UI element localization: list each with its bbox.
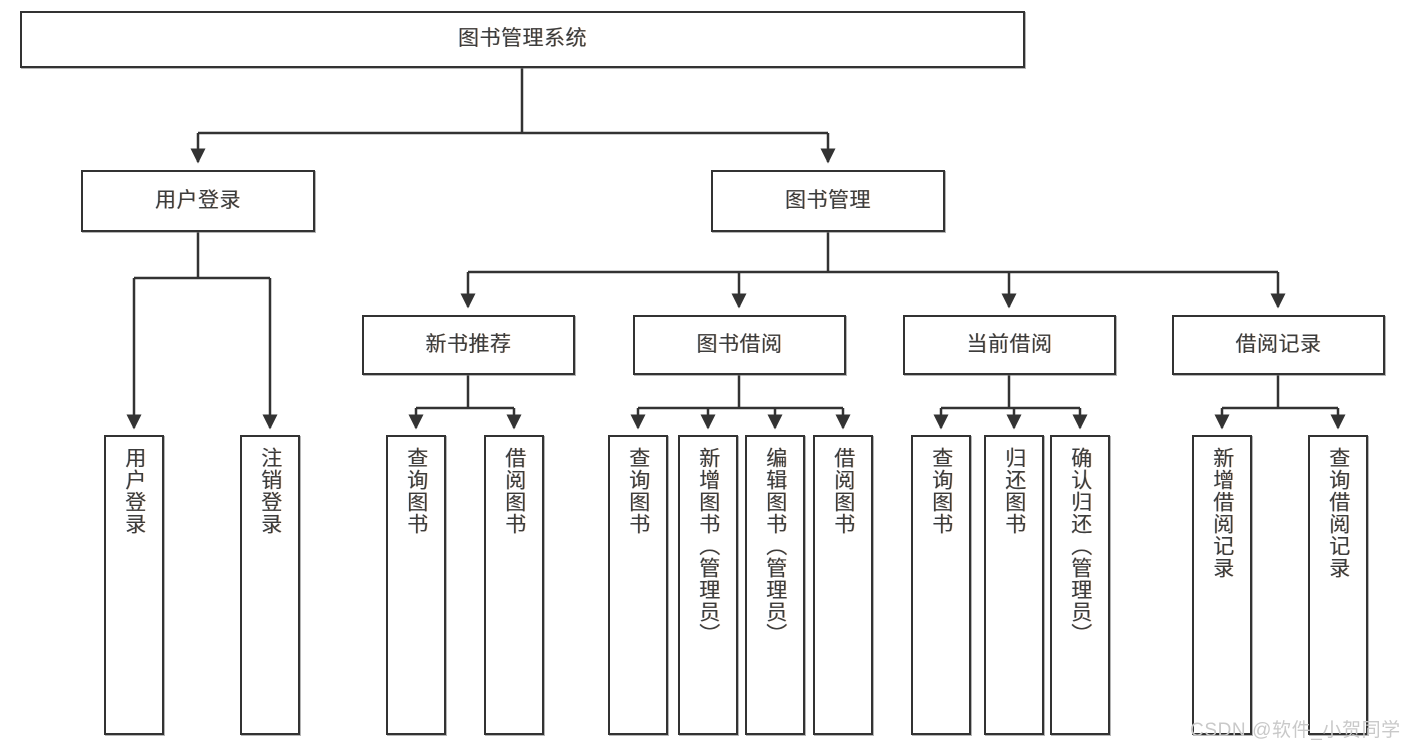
node-borrow-record-label: 借阅记录 bbox=[1235, 332, 1322, 356]
node-leaf-query-book-3[interactable]: 查询图书 bbox=[911, 435, 971, 735]
node-root-label: 图书管理系统 bbox=[458, 27, 587, 51]
node-leaf-return-book[interactable]: 归还图书 bbox=[984, 435, 1044, 735]
node-leaf-edit-book-label: 编辑图书（管理员） bbox=[763, 447, 787, 645]
node-leaf-query-record[interactable]: 查询借阅记录 bbox=[1308, 435, 1368, 735]
node-leaf-add-book[interactable]: 新增图书（管理员） bbox=[678, 435, 738, 735]
node-leaf-query-book-3-label: 查询图书 bbox=[929, 447, 953, 535]
node-leaf-query-book-1[interactable]: 查询图书 bbox=[386, 435, 446, 735]
node-leaf-borrow-book-1-label: 借阅图书 bbox=[502, 447, 526, 535]
node-leaf-user-login-label: 用户登录 bbox=[122, 447, 146, 535]
node-leaf-return-book-label: 归还图书 bbox=[1002, 447, 1026, 535]
node-leaf-confirm-return-label: 确认归还（管理员） bbox=[1068, 447, 1092, 645]
node-leaf-borrow-book-2[interactable]: 借阅图书 bbox=[813, 435, 873, 735]
node-leaf-borrow-book-2-label: 借阅图书 bbox=[831, 447, 855, 535]
node-user-login-label: 用户登录 bbox=[155, 188, 241, 212]
node-book-borrow-label: 图书借阅 bbox=[696, 332, 783, 356]
node-leaf-query-book-1-label: 查询图书 bbox=[404, 447, 428, 535]
node-leaf-query-book-2-label: 查询图书 bbox=[626, 447, 650, 535]
node-leaf-user-logout[interactable]: 注销登录 bbox=[240, 435, 300, 735]
node-new-book-recommend-label: 新书推荐 bbox=[425, 332, 512, 356]
node-leaf-add-record-label: 新增借阅记录 bbox=[1210, 447, 1234, 579]
node-user-login[interactable]: 用户登录 bbox=[81, 170, 315, 232]
node-leaf-add-record[interactable]: 新增借阅记录 bbox=[1192, 435, 1252, 735]
node-current-borrow[interactable]: 当前借阅 bbox=[903, 315, 1116, 375]
watermark: CSDN @软件_小贺同学 bbox=[1190, 720, 1401, 741]
node-leaf-user-logout-label: 注销登录 bbox=[258, 447, 282, 535]
node-leaf-borrow-book-1[interactable]: 借阅图书 bbox=[484, 435, 544, 735]
node-current-borrow-label: 当前借阅 bbox=[966, 332, 1053, 356]
node-book-borrow[interactable]: 图书借阅 bbox=[633, 315, 846, 375]
node-leaf-add-book-label: 新增图书（管理员） bbox=[696, 447, 720, 645]
node-new-book-recommend[interactable]: 新书推荐 bbox=[362, 315, 575, 375]
node-book-manage[interactable]: 图书管理 bbox=[711, 170, 945, 232]
node-leaf-query-record-label: 查询借阅记录 bbox=[1326, 447, 1350, 579]
node-leaf-query-book-2[interactable]: 查询图书 bbox=[608, 435, 668, 735]
node-root[interactable]: 图书管理系统 bbox=[20, 11, 1025, 68]
node-leaf-user-login[interactable]: 用户登录 bbox=[104, 435, 164, 735]
node-leaf-confirm-return[interactable]: 确认归还（管理员） bbox=[1050, 435, 1110, 735]
node-leaf-edit-book[interactable]: 编辑图书（管理员） bbox=[745, 435, 805, 735]
node-book-manage-label: 图书管理 bbox=[785, 188, 871, 212]
node-borrow-record[interactable]: 借阅记录 bbox=[1172, 315, 1385, 375]
